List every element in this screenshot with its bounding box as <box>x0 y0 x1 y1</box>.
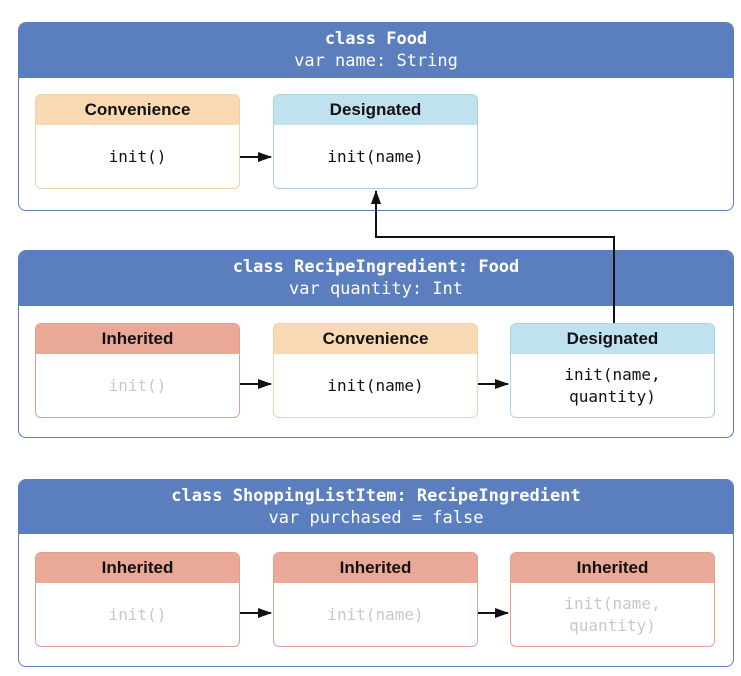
init-kind-label: Designated <box>511 324 714 354</box>
class-title: class RecipeIngredient: Food <box>232 257 520 277</box>
class-property: var quantity: Int <box>289 279 463 299</box>
init-kind-label: Convenience <box>36 95 239 125</box>
init-box-shopping-inherited-3: Inherited init(name, quantity) <box>510 552 715 647</box>
init-box-food-convenience: Convenience init() <box>35 94 240 189</box>
init-signature: init(name) <box>327 146 424 166</box>
init-kind-label: Designated <box>274 95 477 125</box>
class-header-recipe-ingredient: class RecipeIngredient: Food var quantit… <box>19 251 733 306</box>
class-property: var purchased = false <box>268 508 484 528</box>
class-property: var name: String <box>294 51 458 71</box>
init-box-shopping-inherited-2: Inherited init(name) <box>273 552 478 647</box>
init-signature: init() <box>108 604 167 624</box>
init-signature: init() <box>108 146 167 166</box>
init-box-recipe-inherited: Inherited init() <box>35 323 240 418</box>
class-header-shopping-list-item: class ShoppingListItem: RecipeIngredient… <box>19 480 733 534</box>
init-signature: init(name, quantity) <box>564 364 661 406</box>
init-kind-label: Inherited <box>36 553 239 583</box>
init-kind-label: Convenience <box>274 324 477 354</box>
init-box-recipe-designated: Designated init(name, quantity) <box>510 323 715 418</box>
init-kind-label: Inherited <box>274 553 477 583</box>
class-header-food: class Food var name: String <box>19 23 733 78</box>
init-signature: init(name) <box>327 604 424 624</box>
init-box-food-designated: Designated init(name) <box>273 94 478 189</box>
init-kind-label: Inherited <box>511 553 714 583</box>
class-title: class ShoppingListItem: RecipeIngredient <box>171 486 581 506</box>
init-signature: init(name) <box>327 375 424 395</box>
init-kind-label: Inherited <box>36 324 239 354</box>
init-box-recipe-convenience: Convenience init(name) <box>273 323 478 418</box>
init-box-shopping-inherited-1: Inherited init() <box>35 552 240 647</box>
class-title: class Food <box>324 29 428 49</box>
init-signature: init(name, quantity) <box>564 593 661 635</box>
init-signature: init() <box>108 375 167 395</box>
